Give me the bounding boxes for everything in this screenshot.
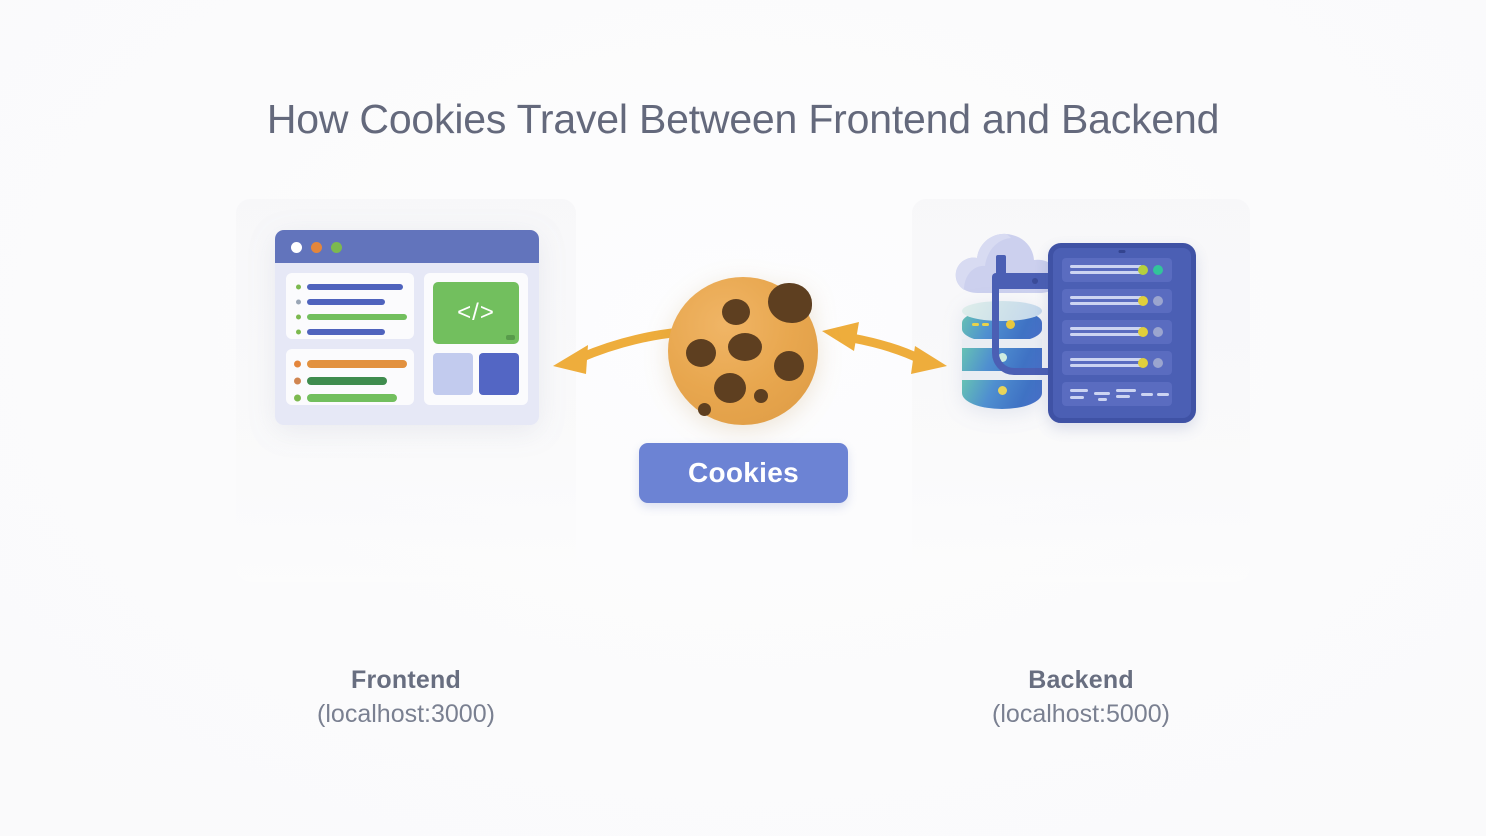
status-led-icon [1138,327,1148,337]
list-bar [307,329,385,335]
server-rack-row [1062,289,1172,313]
bullet-icon [294,377,301,385]
backend-host: (localhost:5000) [992,700,1170,729]
status-led-icon [1153,358,1163,368]
connector-knob-icon [1032,278,1038,284]
page-title: How Cookies Travel Between Frontend and … [266,96,1220,142]
connector-stem [996,255,1006,279]
browser-window-illustration: </> [275,230,539,425]
content-list-panel-top [286,273,414,339]
window-maximize-dot-icon [331,242,342,253]
status-led-icon [1153,265,1163,275]
list-item [294,393,408,403]
bullet-icon [296,314,301,320]
list-item [296,297,406,307]
status-led-icon [1138,358,1148,368]
server-illustration [940,217,1240,437]
database-icon [962,301,1042,411]
db-dash-icon [982,323,989,326]
server-rack-row [1062,258,1172,282]
status-led-icon [1138,265,1148,275]
bullet-icon [296,329,301,335]
code-icon: </> [433,282,519,344]
bullet-icon [296,299,301,305]
frontend-host: (localhost:3000) [317,700,495,729]
content-list-panel-bottom [286,349,414,405]
list-bar [307,360,407,368]
bullet-icon [294,360,301,368]
cookies-badge-label: Cookies [687,457,800,488]
server-rack-footer [1062,382,1172,406]
frontend-panel: </> Frontend (localhost:3000) [236,199,576,728]
preview-tile-light [433,353,473,395]
backend-label: Backend (localhost:5000) [912,665,1250,733]
backend-name: Backend [1028,666,1134,694]
preview-tile-dark [479,353,519,395]
cookies-badge[interactable]: Cookies [639,443,848,503]
frontend-name: Frontend [351,666,461,694]
status-led-icon [1153,327,1163,337]
status-led-icon [1138,296,1148,306]
browser-viewport: </> [275,263,539,425]
list-item [296,312,407,322]
list-bar [307,377,387,385]
backend-panel: Backend (localhost:5000) [912,199,1250,728]
list-bar [307,299,385,305]
list-bar [307,394,397,402]
server-rack-icon [1048,243,1196,423]
frontend-label: Frontend (localhost:3000) [236,665,576,733]
list-item [296,327,406,337]
db-dash-icon [972,323,979,326]
list-bar [307,314,407,320]
cookie-icon [668,277,818,425]
list-bar [307,284,403,290]
server-rack-row [1062,320,1172,344]
bullet-icon [294,394,301,402]
window-minimize-dot-icon [311,242,322,253]
bullet-icon [296,284,301,290]
db-led-icon [1006,320,1015,329]
list-item [296,282,406,292]
status-led-icon [1153,296,1163,306]
db-led-icon [998,386,1007,395]
code-preview-panel: </> [424,273,528,405]
list-item [294,359,408,369]
server-rack-row [1062,351,1172,375]
connector-pipe [992,279,1054,375]
list-item [294,376,408,386]
browser-titlebar [275,230,539,263]
window-close-dot-icon [291,242,302,253]
